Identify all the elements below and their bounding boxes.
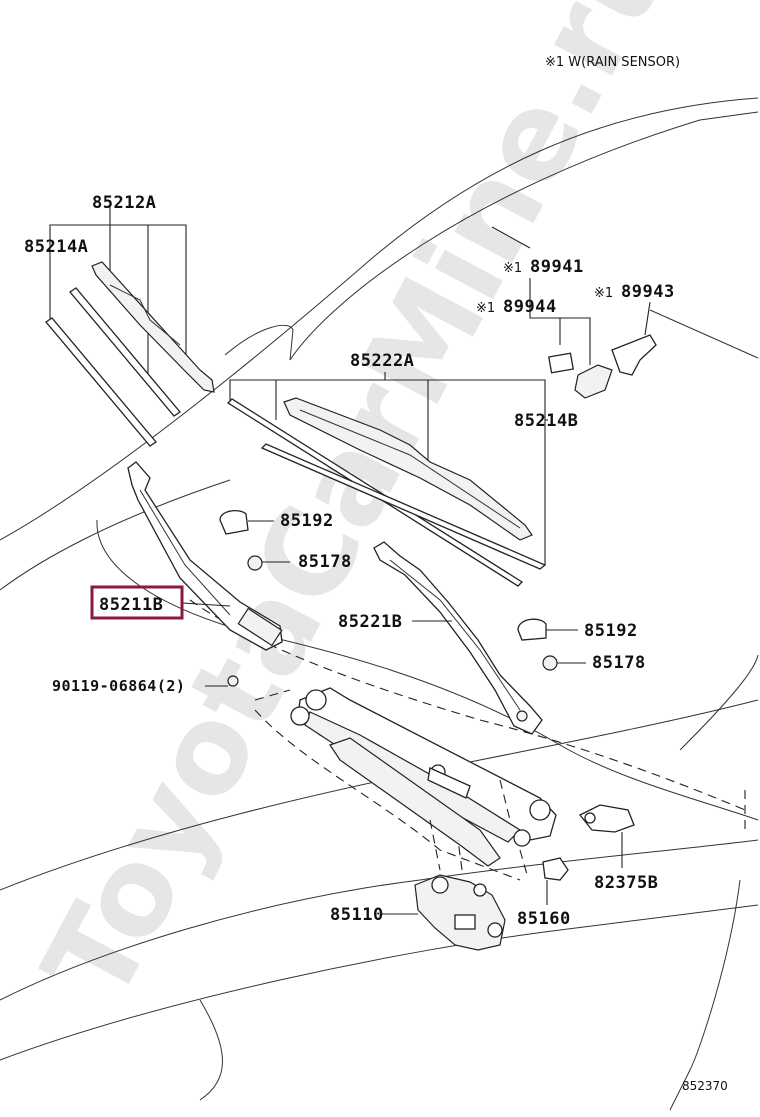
label-85178-top: 85178: [298, 552, 352, 572]
label-85212A: 85212A: [92, 193, 156, 213]
caps-nuts: [205, 509, 586, 687]
cap-85192-right: [517, 618, 547, 641]
sensor-pad: [548, 352, 574, 374]
wiper-blade-center: [283, 397, 533, 541]
mark-89941: ※1: [503, 261, 522, 276]
wiper-arm-left-85211B: [127, 461, 283, 651]
label-85222A: 85222A: [350, 351, 414, 371]
cowl-phantom-outline: [189, 599, 746, 881]
label-85192-top: 85192: [280, 511, 334, 531]
wiper-refill-left: [45, 317, 157, 447]
wiper-motor-85110: [380, 839, 506, 951]
wiper-blade-left: [91, 261, 215, 393]
nut-85178-right: [542, 655, 558, 671]
watermark: ToyotaCarMine.ru: [18, 0, 701, 1024]
connector-82375B: [578, 804, 635, 868]
diagram-code: 852370: [682, 1079, 728, 1093]
center-blade-group: [226, 372, 548, 587]
label-85214A: 85214A: [24, 237, 88, 257]
label-85211B[interactable]: 85211B: [99, 595, 163, 615]
rain-sensor-group: [491, 226, 657, 399]
nut-85178-top: [247, 555, 263, 571]
bolt-90119: [227, 675, 239, 687]
cap-85192-top: [219, 509, 249, 535]
label-89944: 89944: [503, 297, 557, 317]
mark-89944: ※1: [476, 301, 495, 316]
leader-85211B: [181, 602, 231, 607]
highlight-85211B[interactable]: 85211B: [90, 585, 184, 620]
phantom-lines: [429, 779, 529, 879]
label-89943: 89943: [621, 282, 675, 302]
wiper-arm-right-85221B: [373, 541, 543, 735]
part-85160: [542, 857, 569, 905]
left-blade-group: [45, 200, 215, 447]
label-85110: 85110: [330, 905, 384, 925]
wiper-rubber-left: [69, 287, 181, 417]
label-85221B: 85221B: [338, 612, 402, 632]
mark-89943: ※1: [594, 286, 613, 301]
label-90119-06864: 90119-06864(2): [52, 677, 185, 695]
wiper-rubber-center: [260, 443, 547, 570]
label-82375B: 82375B: [594, 873, 658, 893]
label-85214B: 85214B: [514, 411, 578, 431]
label-85160: 85160: [517, 909, 571, 929]
rain-sensor-note: ※1 W(RAIN SENSOR): [545, 55, 680, 70]
sensor-cover: [611, 334, 657, 376]
label-85178-right: 85178: [592, 653, 646, 673]
rain-sensor: [574, 364, 613, 399]
highlight-box: [90, 585, 184, 620]
label-85192-right: 85192: [584, 621, 638, 641]
label-89941: 89941: [530, 257, 584, 277]
wiper-linkage: [290, 687, 557, 867]
